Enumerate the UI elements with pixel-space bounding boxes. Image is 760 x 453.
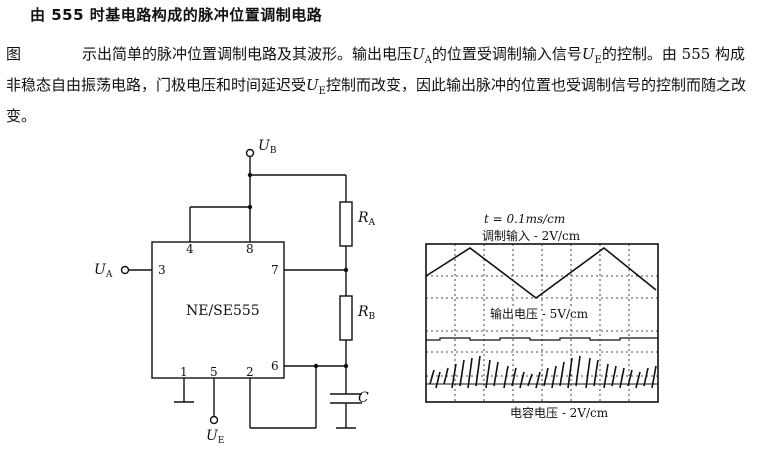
pin-5: 5: [210, 365, 218, 379]
output-sub: A: [105, 270, 113, 280]
ra-symbol: R: [357, 210, 369, 226]
supply-symbol: U: [258, 138, 271, 154]
ic-label: NE/SE555: [186, 303, 260, 319]
scope-timebase: t = 0.1ms/cm: [484, 212, 565, 226]
para-text-1: 示出简单的脉冲位置调制电路及其波形。输出电压: [82, 45, 413, 63]
pin-8: 8: [246, 242, 254, 256]
trace-capacitor-voltage: [426, 355, 658, 389]
page-title: 由 555 时基电路构成的脉冲位置调制电路: [30, 6, 323, 24]
rb-symbol: R: [357, 304, 369, 320]
svg-text:UA: UA: [94, 262, 113, 280]
resistor-ra: [339, 201, 353, 247]
output-symbol: U: [94, 262, 107, 278]
para-text-3: 的控制。由 555 构成非稳态自由振荡电路，门极电压和时间延迟受: [6, 45, 746, 94]
ue-symbol: U: [581, 45, 595, 63]
ua-sub: A: [424, 55, 432, 66]
svg-text:RA: RA: [357, 210, 376, 228]
scope-trace1-label: 调制输入 - 2V/cm: [482, 228, 581, 243]
ue-sub-2: E: [318, 86, 326, 97]
pin-2: 2: [246, 365, 254, 379]
output-terminal: [120, 265, 130, 275]
pin-4: 4: [186, 242, 194, 256]
pin-6: 6: [271, 359, 279, 373]
svg-text:UE: UE: [206, 428, 224, 446]
capacitor-label: C: [358, 390, 369, 406]
trace-modulation-input: [425, 246, 657, 299]
pin-3: 3: [158, 263, 166, 277]
rb-sub: B: [369, 312, 376, 322]
ua-symbol: U: [412, 45, 425, 63]
scope-trace2-label: 输出电压 - 5V/cm: [490, 306, 589, 321]
ic-555-box: [151, 241, 285, 379]
pin-7: 7: [271, 263, 279, 277]
ra-sub: A: [368, 218, 376, 228]
pin-1: 1: [180, 365, 188, 379]
supply-sub: B: [270, 146, 277, 156]
control-sub: E: [218, 436, 225, 446]
svg-text:RB: RB: [357, 304, 376, 322]
supply-terminal: [245, 148, 255, 158]
ue-symbol-2: U: [306, 76, 319, 94]
resistor-rb: [339, 295, 353, 341]
scope-trace3-label: 电容电压 - 2V/cm: [510, 405, 609, 420]
oscilloscope-screen: [425, 243, 659, 403]
svg-text:UB: UB: [258, 138, 277, 156]
para-text-4: 控制而改变，因此输出脉冲的位置也受调制信号的控制而随之改变。: [6, 76, 746, 125]
para-text-2: 的位置受调制输入信号: [431, 45, 582, 63]
trace-output-voltage: [426, 337, 658, 341]
ue-sub: E: [594, 55, 602, 66]
figure-ref: 图: [6, 45, 22, 63]
control-symbol: U: [206, 428, 219, 444]
body-paragraph: 图示出简单的脉冲位置调制电路及其波形。输出电压UA的位置受调制输入信号UE的控制…: [6, 42, 754, 128]
control-terminal: [209, 415, 219, 425]
